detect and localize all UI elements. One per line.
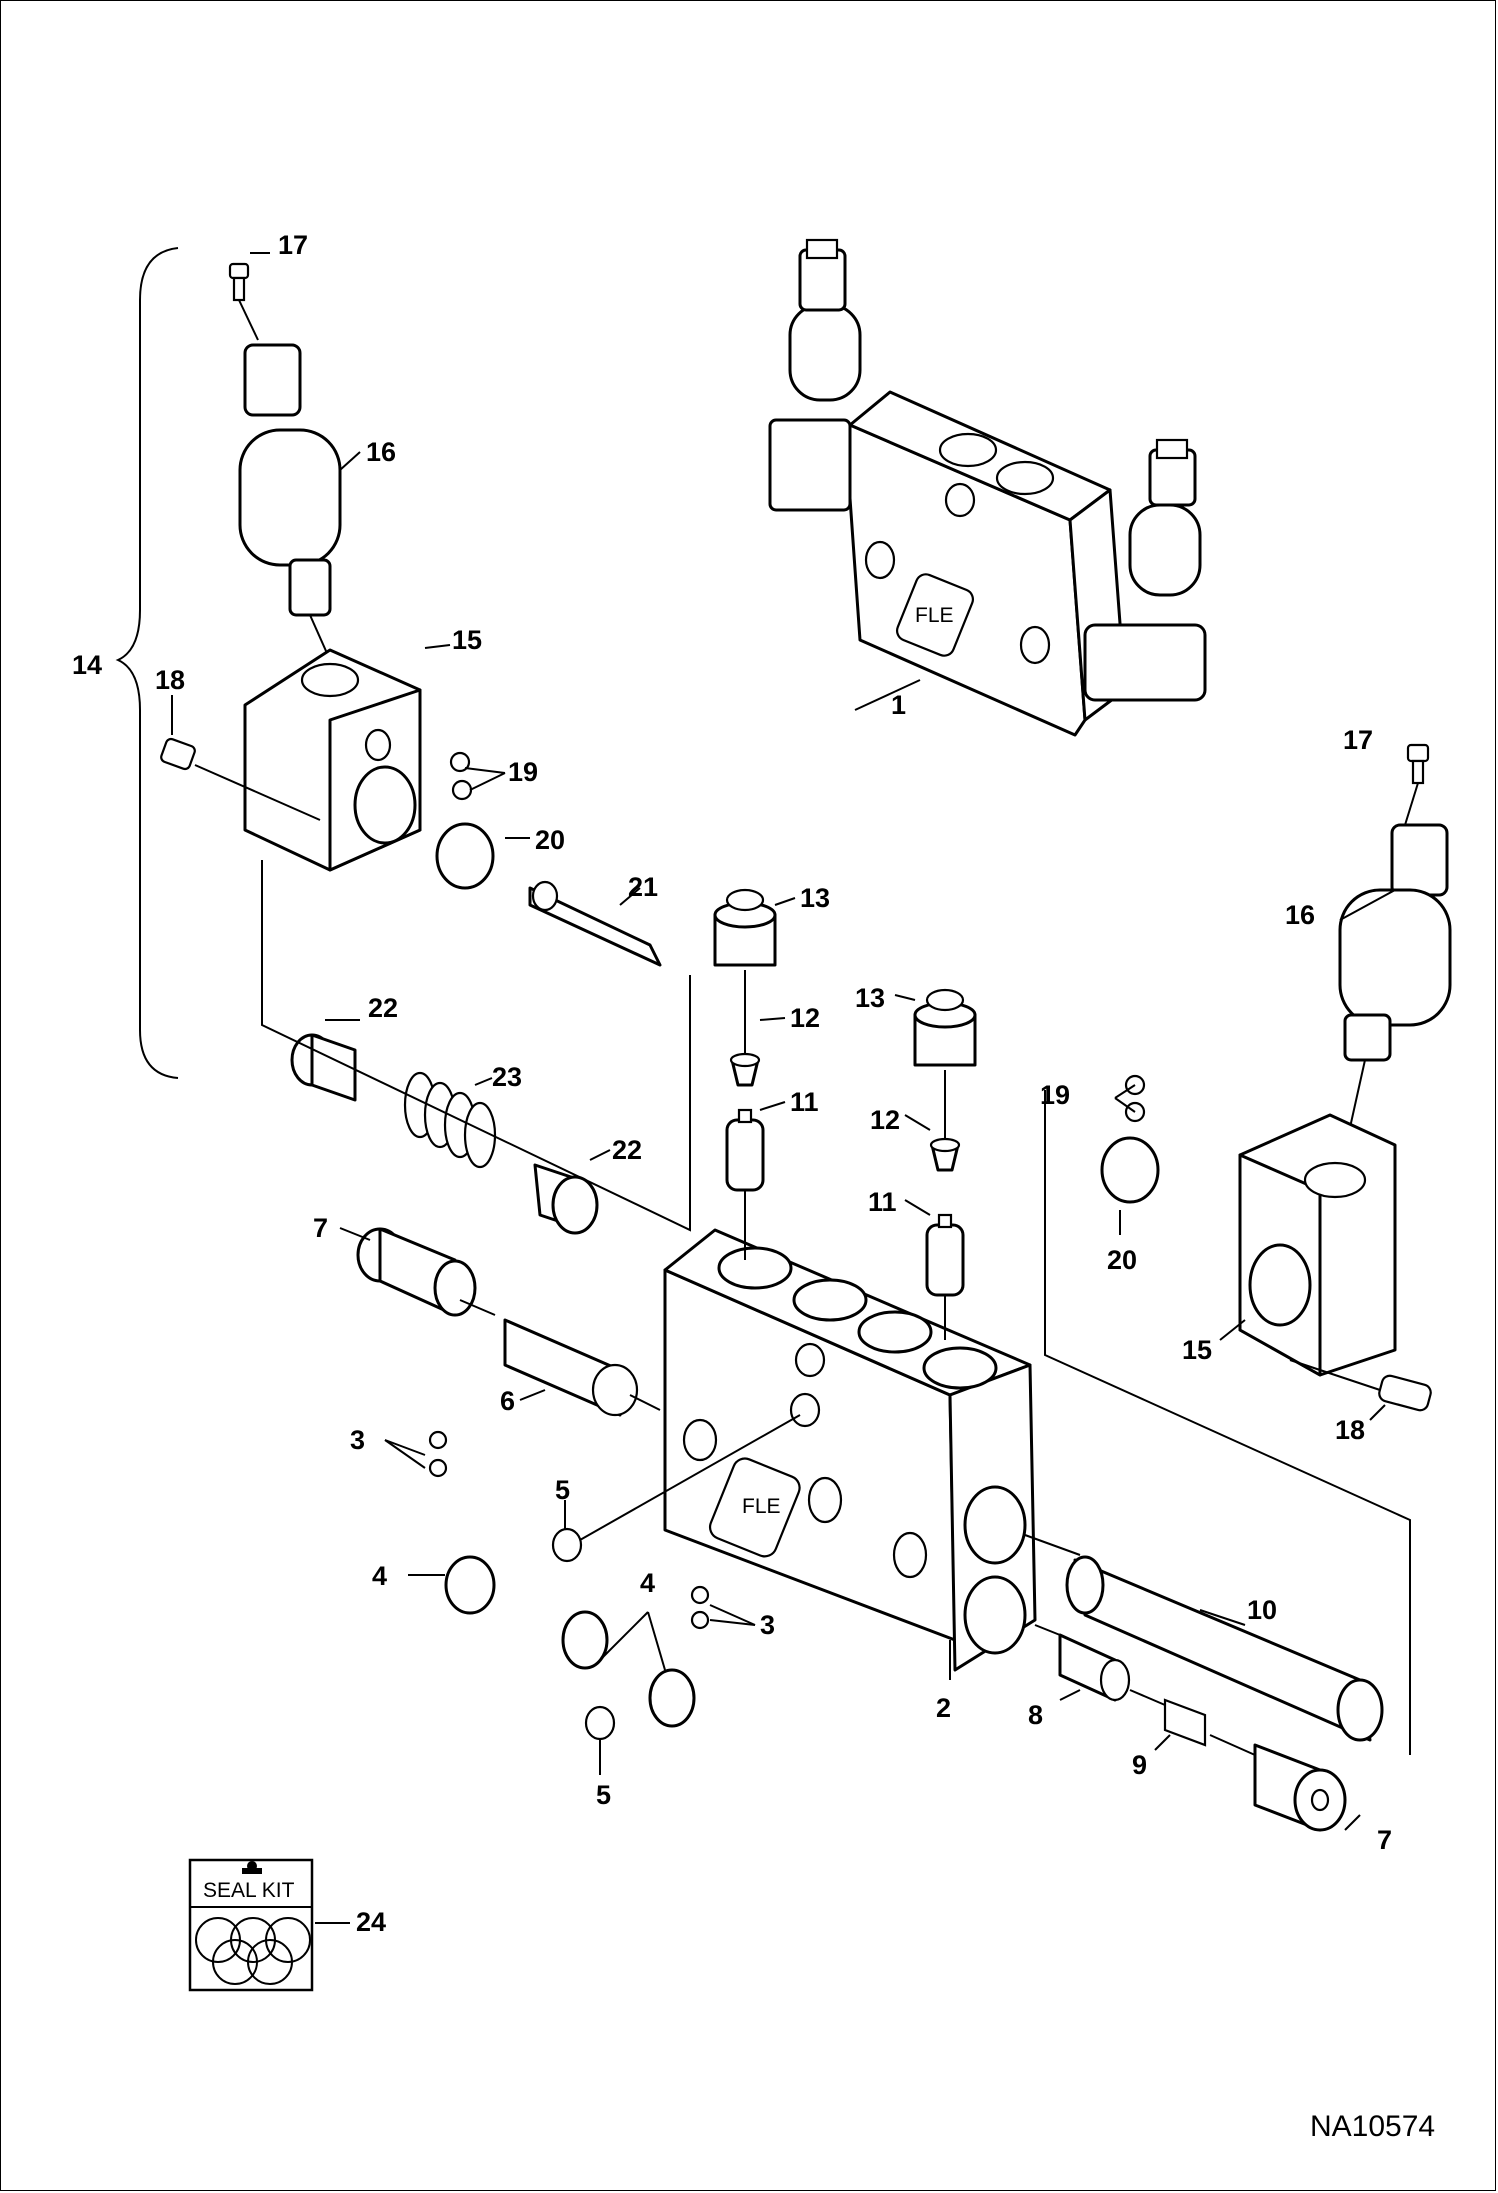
callout-c21: 21	[628, 872, 659, 902]
callout-c18a: 18	[155, 665, 186, 695]
callout-c13b: 13	[855, 983, 886, 1013]
seal-kit-box: SEAL KIT	[188, 1858, 350, 1992]
callout-c7b: 7	[1377, 1825, 1393, 1855]
callout-c11a: 11	[790, 1087, 819, 1117]
callout-c5a: 5	[555, 1475, 571, 1505]
callout-c17a: 17	[278, 230, 309, 260]
check-valve-stack-left	[713, 888, 777, 1260]
assembled-valve-section: FLE	[768, 238, 1207, 737]
right-solenoid-assembly	[1044, 743, 1452, 1755]
callout-c10: 10	[1247, 1595, 1278, 1625]
plug-and-spool-left	[356, 1227, 661, 1417]
spring-23	[403, 1071, 497, 1169]
callout-c4a: 4	[372, 1561, 388, 1591]
callout-c15a: 15	[452, 625, 483, 655]
callout-c23: 23	[492, 1062, 523, 1092]
callout-c19b: 19	[1040, 1080, 1071, 1110]
callout-c22b: 22	[612, 1135, 643, 1165]
callout-c2: 2	[936, 1693, 952, 1723]
callout-c12a: 12	[790, 1003, 821, 1033]
drawing-number: NA10574	[1310, 2110, 1436, 2143]
check-valve-stack-right	[913, 988, 977, 1340]
callout-c18b: 18	[1335, 1415, 1366, 1445]
callout-c9: 9	[1132, 1750, 1148, 1780]
callout-c6: 6	[500, 1386, 516, 1416]
callout-c4b: 4	[640, 1568, 656, 1598]
callout-c3a: 3	[350, 1425, 366, 1455]
callout-c5b: 5	[596, 1780, 612, 1810]
callout-c15b: 15	[1182, 1335, 1213, 1365]
callout-c16a: 16	[366, 437, 397, 467]
callout-c17b: 17	[1343, 725, 1374, 755]
valve-logo-text: FLE	[915, 604, 954, 627]
callout-c7a: 7	[313, 1213, 329, 1243]
body-logo-text: FLE	[742, 1495, 781, 1518]
callout-c20a: 20	[535, 825, 566, 855]
seal-kit-label: SEAL KIT	[203, 1879, 295, 1902]
callout-c11b: 11	[868, 1187, 897, 1217]
seal-kit-callout: 24	[356, 1907, 387, 1937]
leader-lines	[171, 252, 1396, 1831]
assembly-bracket	[115, 247, 179, 1079]
callout-c13a: 13	[800, 883, 831, 913]
callout-c20b: 20	[1107, 1245, 1138, 1275]
spool-assembly-right	[1024, 1534, 1384, 1832]
callout-c16b: 16	[1285, 900, 1316, 930]
callout-c12b: 12	[870, 1105, 901, 1135]
left-solenoid-assembly	[160, 262, 691, 1235]
o-rings-left	[428, 1414, 801, 1741]
callout-c14: 14	[72, 650, 103, 680]
callout-c19a: 19	[508, 757, 539, 787]
callout-c22a: 22	[368, 993, 399, 1023]
callout-c1: 1	[891, 690, 907, 720]
callout-c3b: 3	[760, 1610, 776, 1640]
callout-c8: 8	[1028, 1700, 1044, 1730]
valve-body-2: FLE	[663, 1228, 1037, 1680]
